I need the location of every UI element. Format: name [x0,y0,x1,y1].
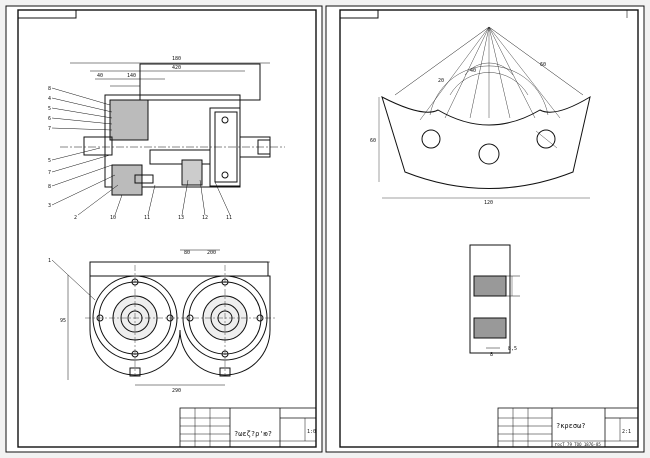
dim-height: 60 [370,138,376,144]
callout: 11 [226,215,232,221]
callout: 11 [144,215,150,221]
left-title-name: ?ωεζ?ρ'ю? [234,430,272,438]
callout: 2 [74,215,77,221]
top-view [51,62,285,216]
dim-width: 120 [484,200,493,206]
dim-bottom: 290 [172,388,181,394]
section-view [469,244,520,354]
right-sheet [325,5,645,453]
callout: 3 [48,203,51,209]
left-sheet [5,5,323,453]
left-title-scale: 1:0 [307,429,316,435]
callout: 7 [48,170,51,176]
front-view [51,249,275,386]
callout: 5 [48,158,51,164]
left-sheet-labels: 180 420 140 40 8 4 5 6 7 5 7 8 3 2 10 11… [48,56,316,438]
dim-r1: 20 [438,78,444,84]
dim-s2: 8,5 [508,346,517,352]
callout: 8 [48,86,51,92]
dim-overall: 180 [172,56,181,62]
dim-b: 200 [207,250,216,256]
right-sheet-labels: 120 60 20 40 60 8 8,5 ?κρεσω? 2:1 ΓοсТ 7… [370,62,631,447]
dim-s1: 8 [490,352,493,358]
callout: 8 [48,184,51,190]
dim-r3: 60 [540,62,546,68]
left-title-block [179,407,317,448]
callout: 1 [48,258,51,264]
right-title-code: ΓοсТ 79 ТОО 1876-85 [555,442,601,447]
right-title-scale: 2:1 [622,429,631,435]
dim-a: 80 [184,250,190,256]
callout: 13 [178,215,184,221]
dim-small: 40 [97,73,103,79]
right-title-name: ?κρεσω? [556,422,586,430]
dim-r2: 40 [470,68,476,74]
callout: 12 [202,215,208,221]
sector-view [378,26,591,199]
dim-left: 140 [127,73,136,79]
callout: 6 [48,116,51,122]
dim-side: 95 [60,318,66,324]
callout: 10 [110,215,116,221]
right-title-block [497,407,639,448]
callout: 7 [48,126,51,132]
callout: 4 [48,96,51,102]
dim-inner: 420 [172,65,181,71]
callout: 5 [48,106,51,112]
